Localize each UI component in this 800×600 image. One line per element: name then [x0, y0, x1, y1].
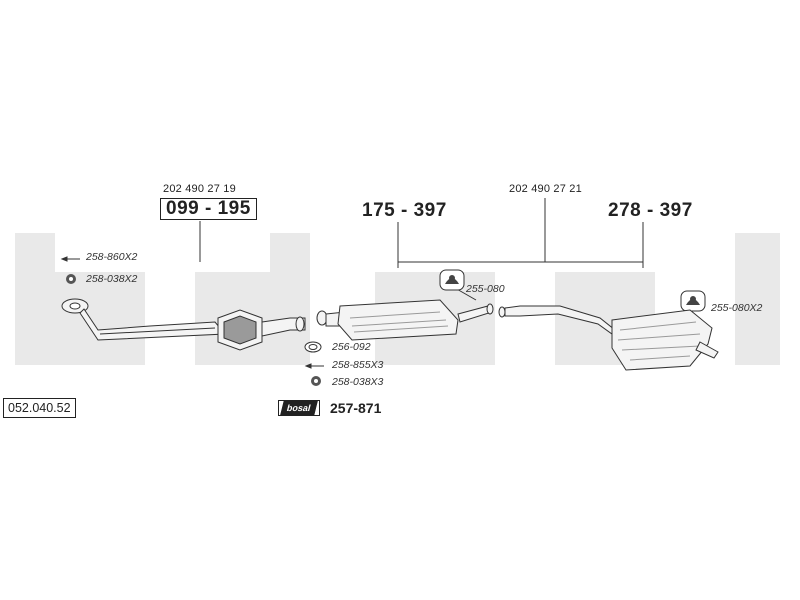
ring-icon: [304, 341, 322, 353]
accessory-front-bolt[interactable]: 258-860X2: [86, 251, 138, 263]
nut-icon: [311, 376, 321, 386]
brand-watermark: [15, 233, 780, 365]
part-number-center-silencer[interactable]: 175 - 397: [362, 200, 447, 221]
rear-pipe-silencer: [498, 305, 719, 371]
accessory-center-clamp[interactable]: 255-080: [466, 283, 505, 295]
catalogue-number: 052.040.52: [3, 398, 76, 418]
brand-logo: bosal: [278, 400, 320, 416]
bolt-arrows: [60, 256, 324, 369]
nut-icon: [66, 274, 76, 284]
accessory-center-ring[interactable]: 256-092: [332, 341, 371, 353]
oe-number-front: 202 490 27 19: [163, 183, 236, 195]
brand-logo-text: bosal: [280, 401, 318, 415]
accessory-center-nut[interactable]: 258-038X3: [332, 376, 384, 388]
part-number-front-catalyst[interactable]: 099 - 195: [160, 198, 257, 220]
accessory-front-nut[interactable]: 258-038X2: [86, 273, 138, 285]
clamp-icon: [680, 290, 706, 312]
part-number-rear-silencer[interactable]: 278 - 397: [608, 200, 693, 221]
part-number-mounting-kit[interactable]: 257-871: [330, 400, 382, 416]
accessory-center-bolt[interactable]: 258-855X3: [332, 359, 384, 371]
center-silencer: [316, 299, 494, 341]
clamp-icon: [439, 269, 465, 291]
front-pipe-catalyst: [61, 298, 306, 351]
oe-number-rear: 202 490 27 21: [509, 183, 582, 195]
accessory-rear-clamp[interactable]: 255-080X2: [711, 302, 763, 314]
